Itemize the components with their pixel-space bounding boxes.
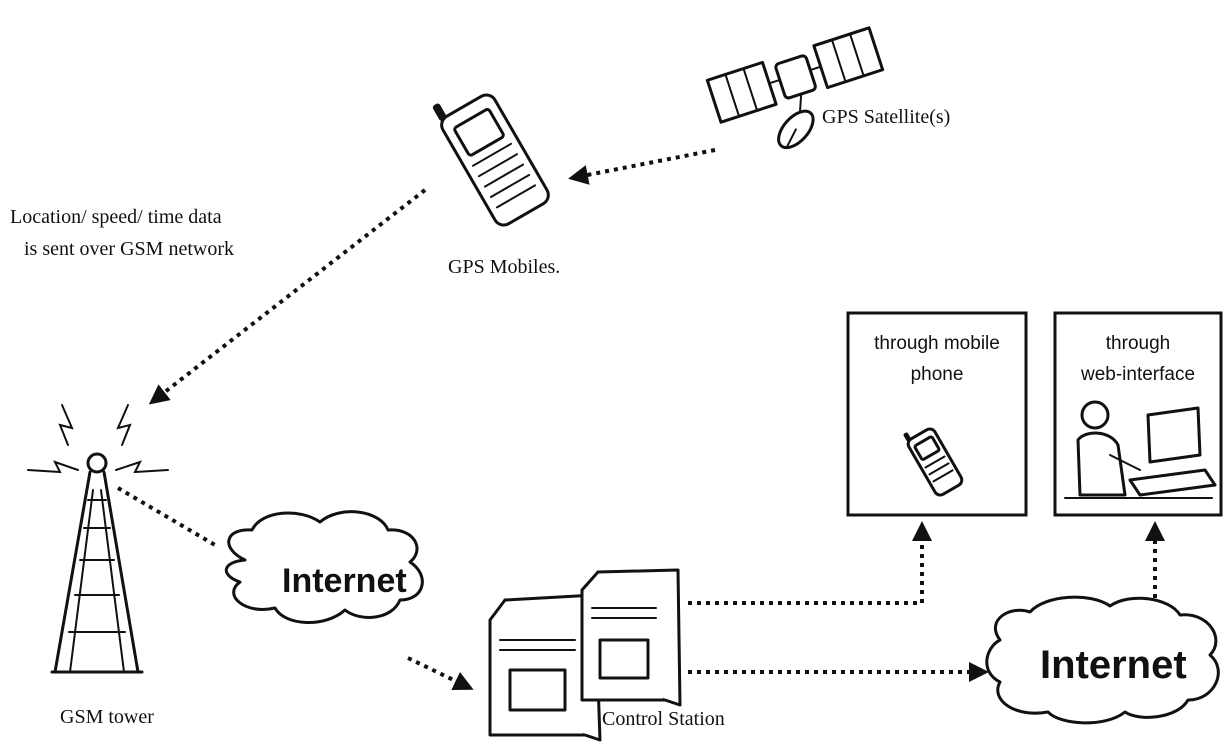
server-icon: [488, 568, 682, 742]
line-tower-to-internet: [116, 486, 217, 547]
box-mobile-line2: phone: [911, 364, 964, 385]
tower-label: GSM tower: [60, 706, 154, 728]
internet-right-label: Internet: [1040, 643, 1187, 687]
gsm-tower-icon: [27, 404, 169, 674]
box-mobile-line1: through mobile: [874, 333, 1000, 354]
data-annotation-line2: is sent over GSM network: [24, 238, 234, 260]
satellite-label: GPS Satellite(s): [822, 106, 950, 128]
person-at-computer-icon: [1064, 400, 1217, 499]
arrow-satellite-to-mobile: [568, 148, 716, 185]
mobiles-label: GPS Mobiles.: [448, 256, 560, 278]
box-web-line2: web-interface: [1080, 364, 1195, 385]
control-station-label: Control Station: [602, 708, 725, 730]
data-annotation-line1: Location/ speed/ time data: [10, 206, 222, 228]
box-web-line1: through: [1106, 333, 1170, 354]
connectors: [116, 148, 1165, 691]
mobile-phone-icon: [903, 427, 964, 497]
cloud-icon: [985, 595, 1220, 725]
arrow-mobile-to-tower: [148, 188, 427, 405]
internet-left-label: Internet: [282, 562, 407, 600]
arrow-server-to-mobile-box: [688, 521, 932, 605]
arrow-internet-to-server: [407, 656, 474, 691]
satellite-icon: [705, 26, 885, 150]
mobile-phone-icon: [432, 93, 550, 227]
cloud-icon: [224, 510, 424, 624]
